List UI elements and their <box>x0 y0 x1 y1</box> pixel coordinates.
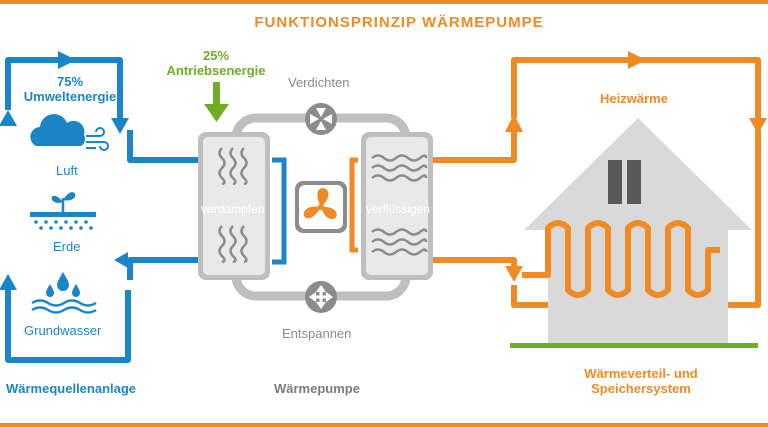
sprout-soil-icon <box>30 192 96 230</box>
source-caption: Wärmequellenanlage <box>6 381 137 396</box>
expand-arrows-icon <box>305 281 337 313</box>
window-right <box>627 160 641 204</box>
condense-wavy-lines <box>371 154 428 256</box>
drive-share-label: Antriebsenergie <box>166 63 266 78</box>
evaporator-to-source <box>127 257 200 280</box>
sink-caption-line1: Wärmeverteil- und <box>584 366 698 381</box>
house <box>510 118 758 348</box>
drive-share: 25% Antriebsenergie <box>158 49 274 77</box>
heating-loop-top <box>511 57 761 118</box>
source-loop <box>5 57 200 363</box>
source-soil-label: Erde <box>53 239 81 254</box>
expand-label: Entspannen <box>282 326 352 341</box>
source-groundwater-label: Grundwasser <box>24 323 102 338</box>
source-loop-bottom <box>5 280 131 363</box>
environment-share: 75% Umweltenergie <box>14 75 126 103</box>
environment-share-percent: 75% <box>56 74 84 89</box>
ground-line <box>510 343 758 348</box>
sink-arrowheads <box>505 51 767 282</box>
heating-heat-label: Heizwärme <box>600 91 668 106</box>
compress-label: Verdichten <box>288 75 350 90</box>
fan-icon <box>295 181 347 233</box>
evaporate-wavy-lines <box>218 147 248 264</box>
floor-heating-coil <box>522 220 720 298</box>
environment-share-label: Umweltenergie <box>23 89 117 104</box>
condenser-inner-pipe <box>349 157 358 253</box>
sink-caption-line2: Speichersystem <box>591 381 691 396</box>
source-to-evaporator <box>127 130 200 163</box>
compress-arrows-icon <box>305 103 337 135</box>
condense-label: verflüssigen <box>366 202 431 216</box>
heat-pump-unit <box>198 103 433 313</box>
condenser-to-heating <box>433 130 517 163</box>
diagram-title: FUNKTIONSPRINZIP WÄRMEPUMPE <box>254 14 544 31</box>
water-drops-icon <box>31 272 97 314</box>
bottom-border <box>0 423 768 427</box>
evaporate-label: verdampfen <box>201 202 265 216</box>
window-left <box>608 160 622 204</box>
sink-caption: Wärmeverteil- und Speichersystem <box>556 367 726 395</box>
evaporator-inner-pipe <box>272 157 287 265</box>
drive-share-percent: 25% <box>202 48 230 63</box>
heating-return <box>433 257 517 270</box>
cloud-wind-icon <box>30 114 109 151</box>
source-air-label: Luft <box>56 163 78 178</box>
pump-caption: Wärmepumpe <box>274 381 360 396</box>
source-arrowheads <box>0 51 129 290</box>
drive-energy-arrow <box>204 82 229 122</box>
top-border <box>0 0 768 4</box>
